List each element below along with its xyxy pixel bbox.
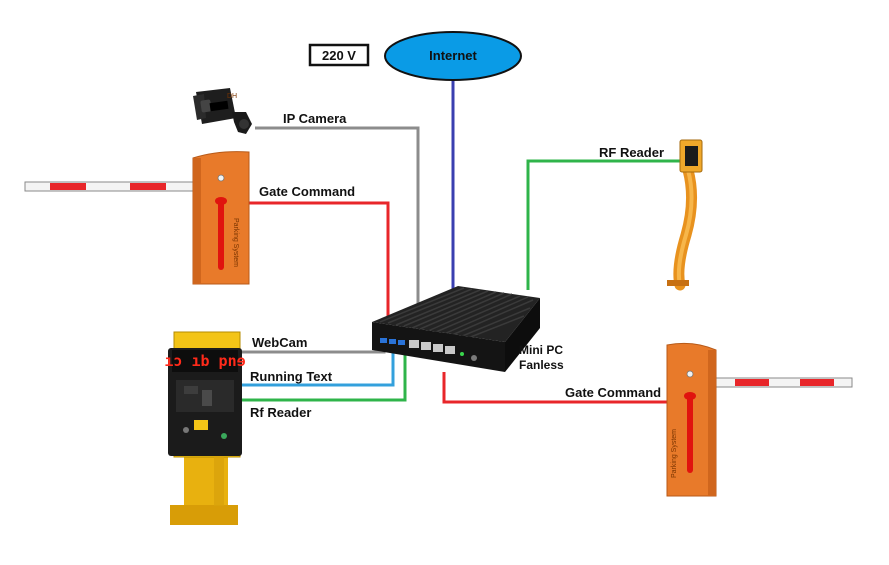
ip-camera-line <box>255 126 420 305</box>
rf-reader-left-line <box>242 346 407 402</box>
webcam-label: WebCam <box>252 335 307 350</box>
gate-command-left-line <box>248 201 390 318</box>
parking-kiosk: ıɔ ıb pnɘ <box>164 331 246 525</box>
kiosk-led-text: ıɔ ıb pnɘ <box>164 352 245 370</box>
gate-command-right-line <box>442 372 668 404</box>
gate-command-right-label: Gate Command <box>565 385 661 400</box>
connection-lines <box>242 80 680 404</box>
minipc-label-line1: Mini PC <box>519 343 563 357</box>
power-box: 220 V <box>308 43 370 67</box>
right-barrier-text: Parking System <box>671 429 678 478</box>
svg-text:DH: DH <box>227 93 237 100</box>
ip-camera-icon: DH <box>193 88 252 134</box>
internet-label: Internet <box>429 48 477 63</box>
rf-reader-left-label: Rf Reader <box>250 405 311 420</box>
running-text-line <box>242 344 395 387</box>
running-text-label: Running Text <box>250 369 333 384</box>
ip-camera-label: IP Camera <box>283 111 347 126</box>
minipc-label-line2: Fanless <box>519 358 564 372</box>
gate-command-left-label: Gate Command <box>259 184 355 199</box>
rf-reader-post <box>667 139 703 291</box>
internet-node: Internet <box>384 31 522 81</box>
power-label: 220 V <box>322 48 356 63</box>
right-barrier-gate: Parking System <box>666 342 853 497</box>
rf-reader-right-line <box>526 159 680 290</box>
mini-pc <box>372 286 540 372</box>
left-barrier-gate: Parking System <box>24 151 250 285</box>
left-barrier-text: Parking System <box>232 218 239 267</box>
rf-reader-right-label: RF Reader <box>599 145 664 160</box>
